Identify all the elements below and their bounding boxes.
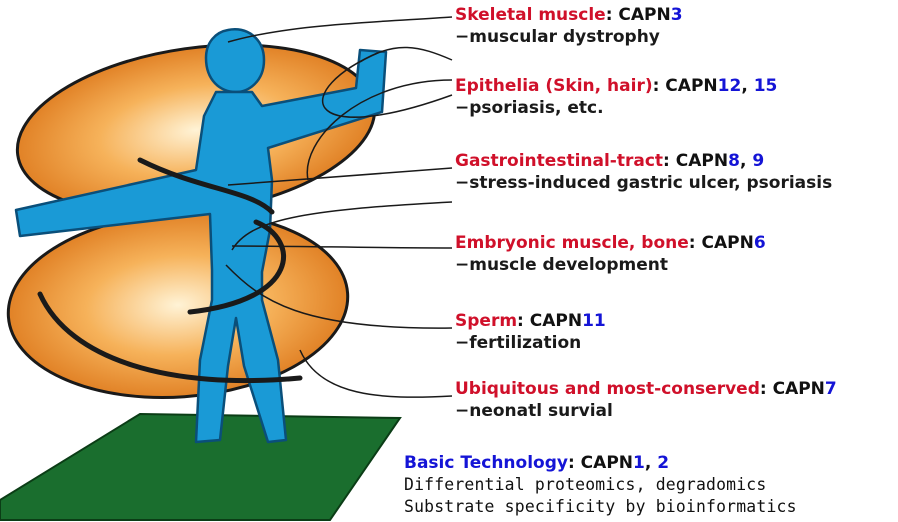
capn-number: 2 xyxy=(657,453,669,473)
disease-label: −muscular dystrophy xyxy=(455,26,683,48)
capn-number: 3 xyxy=(671,5,683,25)
capn-number: 11 xyxy=(582,311,606,331)
entry-sperm: Sperm: CAPN11 −fertilization xyxy=(455,310,606,354)
tissue-label: Sperm xyxy=(455,311,517,331)
capn-prefix: : CAPN xyxy=(568,453,633,473)
tissue-label: Skeletal muscle xyxy=(455,5,606,25)
capn-number: 7 xyxy=(825,379,837,399)
basic-title: Basic Technology xyxy=(404,453,568,473)
capn-number: 1 xyxy=(633,453,645,473)
capn-number: 9 xyxy=(752,151,764,171)
tissue-label: Ubiquitous and most-conserved xyxy=(455,379,760,399)
capn-comma: , xyxy=(740,151,752,171)
capn-number: 6 xyxy=(754,233,766,253)
capn-prefix: : CAPN xyxy=(517,311,582,331)
capn-prefix: : CAPN xyxy=(689,233,754,253)
basic-line-2: Substrate specificity by bioinformatics xyxy=(404,496,797,518)
capn-number: 12 xyxy=(718,76,742,96)
capn-prefix: : CAPN xyxy=(653,76,718,96)
entry-ubiquitous: Ubiquitous and most-conserved: CAPN7 −ne… xyxy=(455,378,837,422)
tissue-label: Embryonic muscle, bone xyxy=(455,233,689,253)
basic-technology-block: Basic Technology: CAPN1, 2 Differential … xyxy=(404,452,797,518)
disease-label: −neonatl survial xyxy=(455,400,837,422)
tissue-label: Gastrointestinal-tract xyxy=(455,151,663,171)
disease-label: −muscle development xyxy=(455,254,766,276)
capn-comma: , xyxy=(741,76,753,96)
capn-prefix: : CAPN xyxy=(606,5,671,25)
capn-prefix: : CAPN xyxy=(663,151,728,171)
disease-label: −psoriasis, etc. xyxy=(455,97,777,119)
basic-line-1: Differential proteomics, degradomics xyxy=(404,474,797,496)
capn-number: 15 xyxy=(754,76,778,96)
entry-skeletal-muscle: Skeletal muscle: CAPN3 −muscular dystrop… xyxy=(455,4,683,48)
entry-embryonic-muscle: Embryonic muscle, bone: CAPN6 −muscle de… xyxy=(455,232,766,276)
disease-label: −fertilization xyxy=(455,332,606,354)
entry-epithelia: Epithelia (Skin, hair): CAPN12, 15 −psor… xyxy=(455,75,777,119)
disease-label: −stress-induced gastric ulcer, psoriasis xyxy=(455,172,832,194)
tissue-label: Epithelia (Skin, hair) xyxy=(455,76,653,96)
capn-comma: , xyxy=(645,453,657,473)
capn-number: 8 xyxy=(728,151,740,171)
capn-prefix: : CAPN xyxy=(760,379,825,399)
entry-gastrointestinal: Gastrointestinal-tract: CAPN8, 9 −stress… xyxy=(455,150,832,194)
